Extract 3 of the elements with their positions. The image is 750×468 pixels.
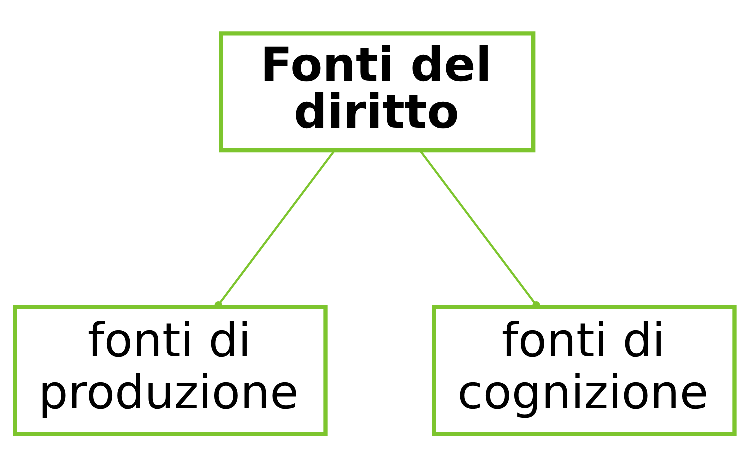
node-box: fonti di cognizione	[432, 305, 737, 436]
node-box: Fonti del diritto	[219, 32, 536, 153]
node-box: fonti di produzione	[13, 305, 328, 436]
